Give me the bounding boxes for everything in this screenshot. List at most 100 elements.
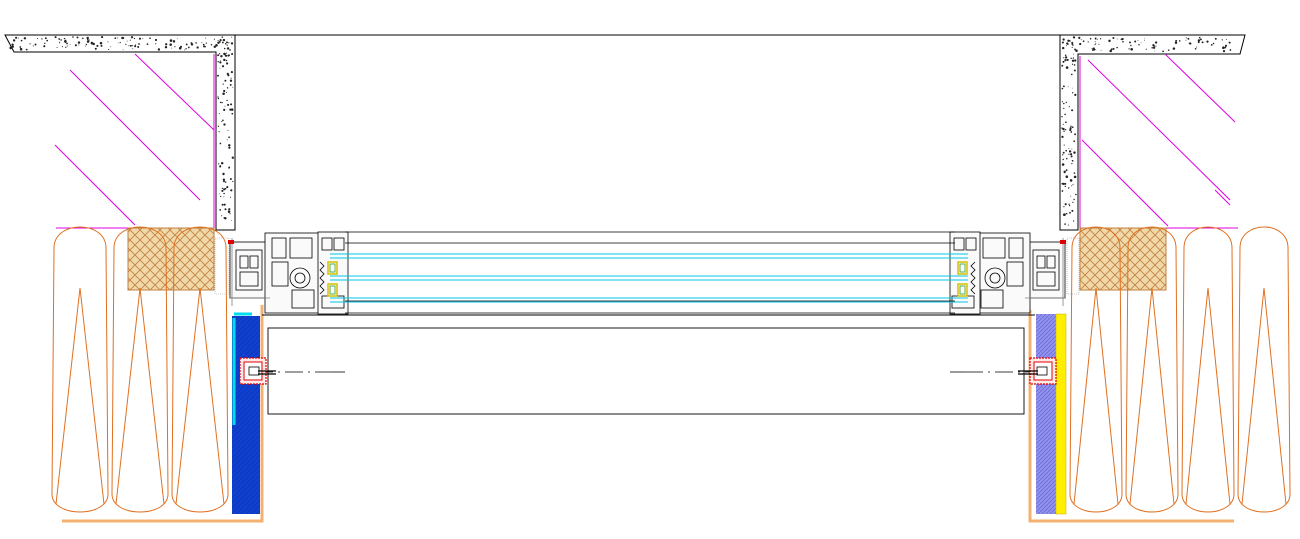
insulation-fiber bbox=[79, 287, 105, 505]
concrete-aggregate-dot bbox=[230, 77, 232, 79]
concrete-aggregate-dot bbox=[1070, 57, 1072, 60]
concrete-aggregate-dot bbox=[1130, 48, 1133, 51]
concrete-aggregate-dot bbox=[1222, 46, 1225, 49]
concrete-aggregate-dot bbox=[1070, 131, 1073, 133]
concrete-aggregate-dot bbox=[228, 54, 230, 56]
concrete-aggregate-dot bbox=[1224, 44, 1228, 47]
concrete-aggregate-dot bbox=[218, 193, 220, 195]
concrete-aggregate-dot bbox=[1071, 148, 1073, 150]
concrete-aggregate-dot bbox=[11, 43, 14, 46]
concrete-aggregate-dot bbox=[221, 65, 225, 68]
concrete-aggregate-dot bbox=[1134, 40, 1137, 43]
concrete-aggregate-dot bbox=[1095, 42, 1097, 44]
concrete-aggregate-dot bbox=[116, 37, 118, 39]
concrete-aggregate-dot bbox=[231, 112, 234, 115]
concrete-aggregate-dot bbox=[1137, 39, 1139, 41]
concrete-aggregate-dot bbox=[1067, 39, 1070, 42]
concrete-aggregate-dot bbox=[1065, 212, 1068, 215]
concrete-aggregate-dot bbox=[1187, 37, 1190, 40]
concrete-aggregate-dot bbox=[1167, 49, 1170, 51]
concrete-aggregate-dot bbox=[1196, 46, 1198, 48]
concrete-aggregate-dot bbox=[230, 189, 233, 192]
concrete-aggregate-dot bbox=[1064, 182, 1067, 185]
concrete-aggregate-dot bbox=[1221, 39, 1223, 41]
concrete-aggregate-dot bbox=[224, 208, 227, 211]
insulation-loop bbox=[1237, 226, 1291, 513]
concrete-aggregate-dot bbox=[110, 46, 112, 48]
concrete-aggregate-dot bbox=[1065, 129, 1067, 131]
concrete-aggregate-dot bbox=[1064, 185, 1067, 188]
concrete-aggregate-dot bbox=[130, 36, 134, 39]
concrete-aggregate-dot bbox=[221, 215, 223, 217]
concrete-aggregate-dot bbox=[1073, 140, 1076, 143]
insulation-loop bbox=[1069, 226, 1123, 513]
concrete-aggregate-dot bbox=[1063, 170, 1066, 174]
concrete-aggregate-dot bbox=[224, 105, 226, 107]
concrete-aggregate-dot bbox=[1061, 182, 1063, 185]
concrete-aggregate-dot bbox=[66, 45, 68, 47]
concrete-aggregate-dot bbox=[128, 45, 130, 47]
concrete-aggregate-dot bbox=[1074, 59, 1077, 62]
concrete-aggregate-dot bbox=[165, 43, 168, 46]
concrete-aggregate-dot bbox=[219, 101, 222, 104]
concrete-aggregate-dot bbox=[202, 43, 205, 46]
concrete-aggregate-dot bbox=[219, 67, 221, 69]
concrete-aggregate-dot bbox=[1071, 185, 1073, 187]
concrete-aggregate-dot bbox=[1071, 126, 1074, 129]
concrete-aggregate-dot bbox=[1224, 46, 1227, 49]
concrete-aggregate-dot bbox=[1206, 40, 1209, 43]
insulation-loop bbox=[1181, 226, 1235, 513]
concrete-aggregate-dot bbox=[1108, 39, 1111, 43]
concrete-aggregate-dot bbox=[165, 46, 167, 48]
concrete-aggregate-dot bbox=[223, 192, 225, 195]
concrete-aggregate-dot bbox=[72, 36, 74, 38]
concrete-aggregate-dot bbox=[43, 45, 46, 48]
concrete-aggregate-dot bbox=[217, 54, 220, 57]
concrete-aggregate-dot bbox=[220, 60, 222, 62]
concrete-aggregate-dot bbox=[226, 87, 229, 89]
concrete-aggregate-dot bbox=[1063, 144, 1065, 146]
concrete-aggregate-dot bbox=[1116, 38, 1118, 40]
wood-crosshatch-right bbox=[1079, 227, 1167, 291]
concrete-aggregate-dot bbox=[1069, 127, 1072, 130]
concrete-aggregate-dot bbox=[131, 45, 133, 47]
concrete-aggregate-dot bbox=[1185, 39, 1187, 41]
concrete-aggregate-dot bbox=[1175, 39, 1178, 42]
concrete-aggregate-dot bbox=[226, 139, 228, 141]
concrete-aggregate-dot bbox=[76, 36, 79, 39]
concrete-aggregate-dot bbox=[1071, 162, 1073, 165]
insulation-loop bbox=[111, 226, 169, 513]
insulation-fiber bbox=[175, 287, 201, 505]
concrete-aggregate-dot bbox=[187, 46, 190, 49]
concrete-aggregate-dot bbox=[231, 220, 233, 221]
concrete-aggregate-dot bbox=[223, 196, 225, 198]
concrete-aggregate-dot bbox=[1061, 64, 1064, 67]
concrete-aggregate-dot bbox=[1189, 42, 1192, 45]
concrete-aggregate-dot bbox=[1071, 63, 1074, 65]
concrete-aggregate-dot bbox=[229, 108, 232, 111]
concrete-aggregate-dot bbox=[179, 45, 183, 48]
concrete-aggregate-dot bbox=[203, 45, 206, 48]
concrete-aggregate-dot bbox=[1116, 46, 1118, 49]
concrete-aggregate-dot bbox=[78, 44, 80, 46]
concrete-aggregate-dot bbox=[231, 53, 234, 55]
concrete-aggregate-dot bbox=[101, 36, 104, 39]
concrete-aggregate-dot bbox=[1078, 36, 1081, 40]
concrete-aggregate-dot bbox=[230, 79, 232, 82]
concrete-aggregate-dot bbox=[36, 37, 38, 40]
concrete-aggregate-dot bbox=[126, 40, 128, 42]
concrete-aggregate-dot bbox=[229, 178, 232, 180]
concrete-aggregate-dot bbox=[138, 37, 142, 40]
mineral-wool-insulation-right bbox=[1069, 226, 1291, 513]
concrete-aggregate-dot bbox=[1087, 41, 1089, 43]
concrete-aggregate-dot bbox=[1073, 64, 1076, 66]
concrete-aggregate-dot bbox=[117, 42, 119, 44]
concrete-aggregate-dot bbox=[195, 42, 197, 44]
concrete-aggregate-dot bbox=[88, 39, 90, 41]
concrete-aggregate-dot bbox=[74, 44, 77, 47]
mineral-wool-insulation-left bbox=[51, 226, 229, 513]
concrete-aggregate-dot bbox=[86, 36, 89, 40]
concrete-aggregate-dot bbox=[1075, 193, 1077, 196]
concrete-aggregate-dot bbox=[1073, 172, 1076, 174]
concrete-aggregate-dot bbox=[1065, 169, 1068, 172]
